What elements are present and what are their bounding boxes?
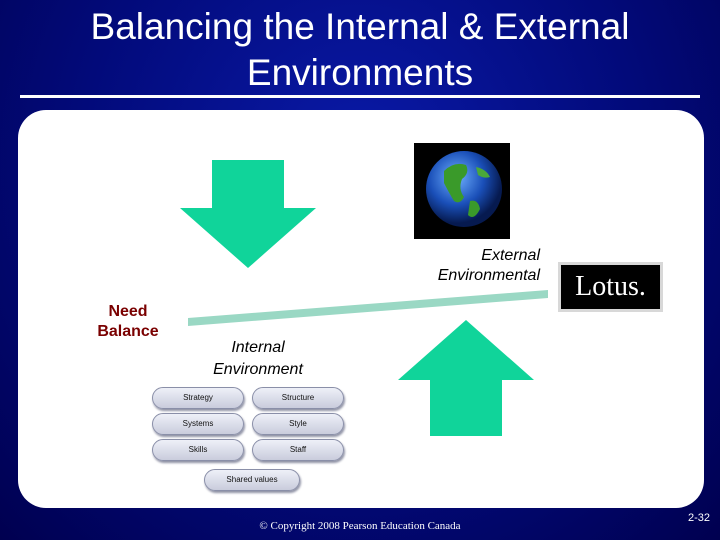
pill-systems: Systems (152, 413, 244, 435)
pill-staff: Staff (252, 439, 344, 461)
page-number: 2-32 (687, 512, 710, 524)
slide-title: Balancing the Internal & External Enviro… (0, 4, 720, 96)
pill-strategy: Strategy (152, 387, 244, 409)
external-environmental-label: External Environmental (380, 246, 540, 286)
pill-structure: Structure (252, 387, 344, 409)
internal-environment-label: Internal Environment (188, 337, 328, 381)
need-balance-label: Need Balance (80, 302, 176, 342)
globe-image (414, 143, 510, 239)
slide-title-line-1: Balancing the Internal & External (90, 6, 630, 47)
need-label-line-1: Need (108, 303, 148, 320)
copyright-footer: © Copyright 2008 Pearson Education Canad… (259, 520, 461, 532)
down-arrow-icon (180, 160, 316, 268)
internal-label-line-1: Internal (231, 339, 285, 356)
pill-style: Style (252, 413, 344, 435)
title-underline (20, 95, 700, 98)
need-label-line-2: Balance (97, 323, 159, 340)
pill-skills: Skills (152, 439, 244, 461)
pill-shared-values: Shared values (204, 469, 300, 491)
internal-label-line-2: Environment (213, 361, 303, 378)
up-arrow-icon (398, 320, 534, 436)
external-label-line-2: Environmental (437, 267, 540, 284)
lotus-logo: Lotus. (558, 262, 663, 312)
external-label-line-1: External (481, 247, 540, 264)
slide-title-line-2: Environments (246, 52, 474, 93)
